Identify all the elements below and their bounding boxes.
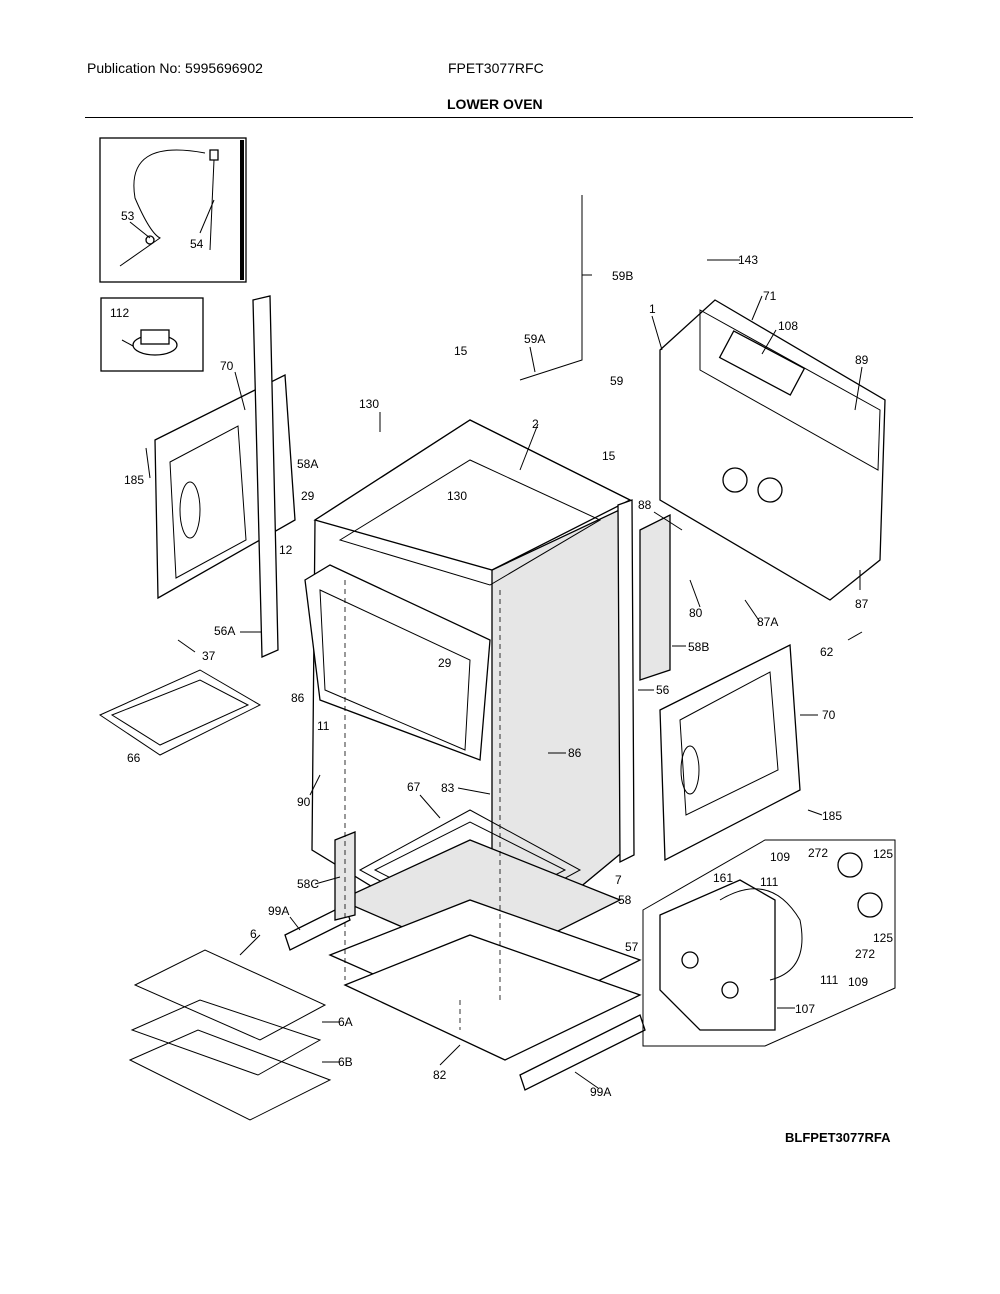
- header-rule: [85, 117, 913, 118]
- callout-11: 11: [317, 719, 330, 733]
- front-frame: [304, 564, 491, 761]
- bottom-frame-82: [343, 934, 642, 1061]
- callout-80: 80: [689, 606, 703, 620]
- callout-7: 7: [615, 873, 622, 887]
- callout-125-bottom: 125: [873, 931, 893, 945]
- callout-56a: 56A: [214, 624, 235, 638]
- callout-185-left: 185: [124, 473, 144, 487]
- callout-125-top: 125: [873, 847, 893, 861]
- callout-130-top: 130: [359, 397, 379, 411]
- callout-111-bottom: 111: [820, 973, 839, 987]
- insulation-58c: [334, 831, 356, 921]
- callout-6a: 6A: [338, 1015, 353, 1029]
- callout-272-bottom: 272: [855, 947, 875, 961]
- inset-switch-box: [100, 297, 204, 372]
- callout-109-bottom: 109: [848, 975, 868, 989]
- callout-2: 2: [532, 417, 539, 431]
- side-panel-right: [659, 643, 801, 862]
- callout-87: 87: [855, 597, 869, 611]
- callout-29-mid: 29: [438, 656, 452, 670]
- rail-99a-bottom: [519, 1014, 646, 1091]
- callout-109-top: 109: [770, 850, 790, 864]
- callout-99a-bottom: 99A: [590, 1085, 611, 1099]
- diagram-code: BLFPET3077RFA: [785, 1130, 891, 1145]
- callout-89: 89: [855, 353, 869, 367]
- callout-90: 90: [297, 795, 311, 809]
- callout-59: 59: [610, 374, 624, 388]
- channel-56a: [252, 295, 279, 658]
- callout-272-top: 272: [808, 846, 828, 860]
- callout-15-right: 15: [602, 449, 616, 463]
- callout-107: 107: [795, 1002, 815, 1016]
- callout-161: 161: [713, 871, 733, 885]
- callout-70-right: 70: [822, 708, 836, 722]
- callout-1: 1: [649, 302, 656, 316]
- callout-12: 12: [279, 543, 293, 557]
- callout-185-right: 185: [822, 809, 842, 823]
- convection-inset: [642, 839, 896, 1047]
- callout-62: 62: [820, 645, 834, 659]
- section-title: LOWER OVEN: [447, 96, 543, 112]
- rack-6a: [130, 999, 322, 1076]
- insulation-58b: [639, 513, 671, 681]
- callout-111-top: 111: [760, 875, 779, 889]
- callout-70-left: 70: [220, 359, 234, 373]
- callout-59b: 59B: [612, 269, 633, 283]
- callout-83: 83: [441, 781, 455, 795]
- callout-71: 71: [763, 289, 777, 303]
- callout-82: 82: [433, 1068, 447, 1082]
- callout-99a-left: 99A: [268, 904, 289, 918]
- publication-number: Publication No: 5995696902: [87, 60, 263, 76]
- inset-probe-box: [99, 137, 247, 283]
- leader-lines: [129, 199, 863, 1089]
- callout-88: 88: [638, 498, 652, 512]
- callout-67: 67: [407, 780, 421, 794]
- callout-54: 54: [190, 237, 204, 251]
- rail-99a-left: [284, 904, 351, 951]
- callout-37: 37: [202, 649, 216, 663]
- channel-56: [617, 499, 635, 864]
- callout-29-left: 29: [301, 489, 315, 503]
- callout-58a: 58A: [297, 457, 318, 471]
- callout-59a: 59A: [524, 332, 545, 346]
- callout-6b: 6B: [338, 1055, 353, 1069]
- callout-15-left: 15: [454, 344, 468, 358]
- vent-tube: [519, 195, 583, 381]
- callout-66: 66: [127, 751, 141, 765]
- rack-6: [133, 949, 327, 1041]
- callout-143: 143: [738, 253, 758, 267]
- callout-108: 108: [778, 319, 798, 333]
- callout-86-left: 86: [291, 691, 305, 705]
- callout-56: 56: [656, 683, 670, 697]
- callout-58c: 58C: [297, 877, 319, 891]
- callout-130-mid: 130: [447, 489, 467, 503]
- rack-6b: [128, 1029, 332, 1121]
- broil-element: [98, 669, 262, 756]
- rear-panel: [659, 299, 886, 601]
- callout-87a: 87A: [757, 615, 778, 629]
- callout-6: 6: [250, 927, 257, 941]
- model-number: FPET3077RFC: [448, 60, 544, 76]
- callout-53: 53: [121, 209, 135, 223]
- callout-112: 112: [110, 306, 129, 320]
- callout-86-right: 86: [568, 746, 582, 760]
- callout-57: 57: [625, 940, 639, 954]
- callout-58: 58: [618, 893, 632, 907]
- callouts: 53 54 112 70 185 29 12 56A 37 66 86 11 5…: [110, 209, 893, 1099]
- callout-58b: 58B: [688, 640, 709, 654]
